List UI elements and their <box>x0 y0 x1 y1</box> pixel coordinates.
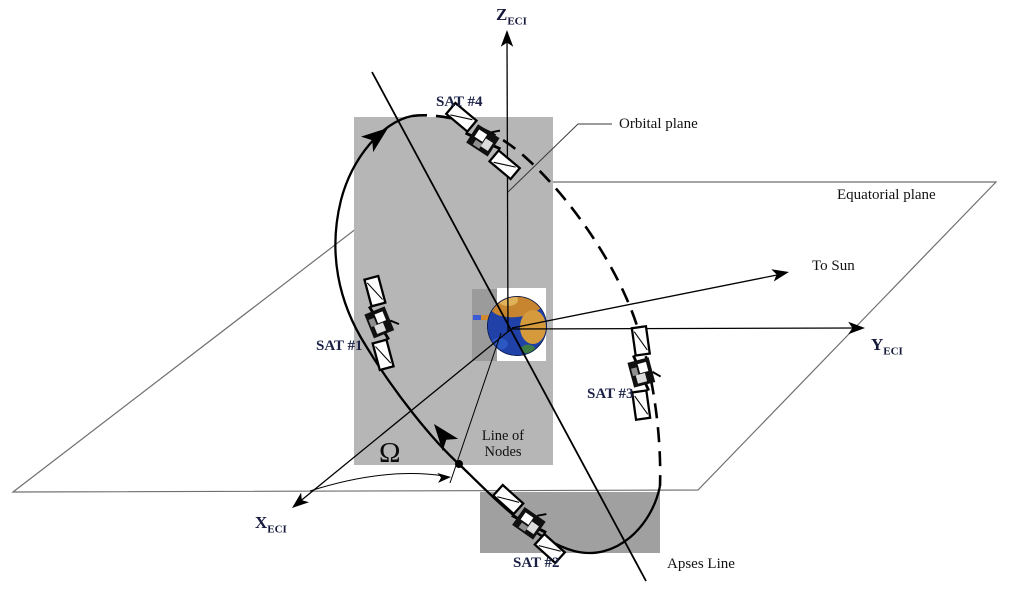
orbital-plane-leader-line <box>507 123 612 193</box>
equatorial-plane-outline <box>11 181 998 493</box>
sun-vector-arrowhead-icon <box>771 265 791 282</box>
orbital-plane-label: Orbital plane <box>619 116 698 132</box>
ascending-node-dot <box>455 460 463 468</box>
orbit-ellipse-dashed <box>411 114 662 487</box>
y-axis-label: YECI <box>871 335 903 358</box>
earth-image <box>472 288 547 361</box>
sat1-label: SAT #1 <box>316 338 363 354</box>
raan-arc-arrowhead-icon <box>437 472 452 483</box>
sat3-label: SAT #3 <box>587 386 634 402</box>
z-axis-label: ZECI <box>496 5 527 28</box>
raan-symbol-label: Ω <box>379 437 401 469</box>
apses-line <box>371 71 647 582</box>
apses-line-label: Apses Line <box>667 556 735 572</box>
eci-axes <box>288 30 865 513</box>
orbit-ellipse-solid <box>334 114 662 554</box>
raan-angle-arc <box>309 473 445 492</box>
x-axis-label: XECI <box>255 513 287 536</box>
sat2-label: SAT #2 <box>513 555 560 571</box>
line-of-nodes <box>449 332 502 484</box>
equatorial-plane-label: Equatorial plane <box>837 187 936 203</box>
x-axis-arrowhead-icon <box>288 492 309 513</box>
satellite-3 <box>611 321 672 424</box>
to-sun-label: To Sun <box>812 258 855 274</box>
sat4-label: SAT #4 <box>436 94 483 110</box>
